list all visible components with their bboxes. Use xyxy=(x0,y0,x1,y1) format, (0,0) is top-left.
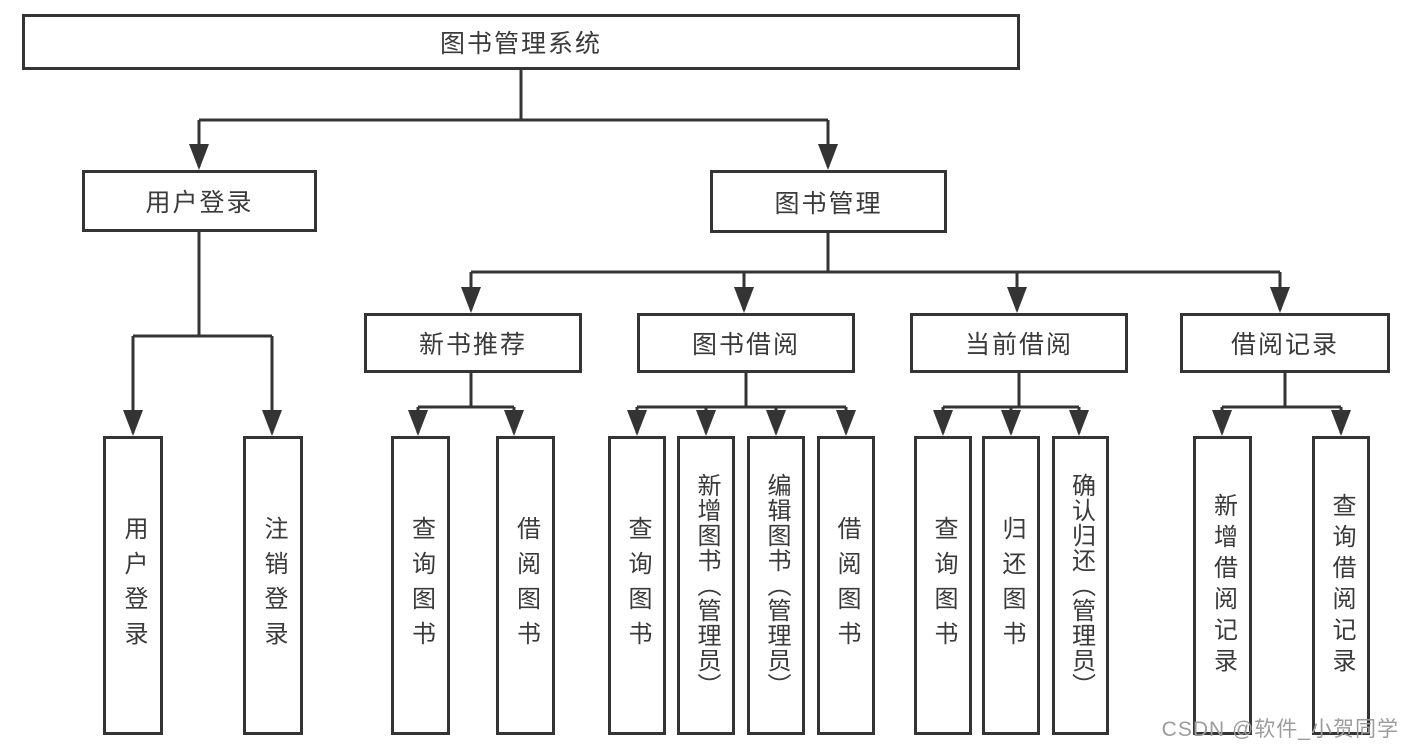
watermark-text: CSDN @软件_小贺同学 xyxy=(1161,718,1399,741)
node-borrow-records: 借阅记录 xyxy=(1180,313,1390,373)
leaf-logout: 注销登录 xyxy=(243,436,303,735)
node-book-borrow-label: 图书借阅 xyxy=(691,331,800,359)
arrowhead-icon xyxy=(461,287,481,313)
arrowhead-icon xyxy=(504,410,524,436)
node-book-management: 图书管理 xyxy=(710,170,947,233)
leaf-borrow-books-recommend-label: 借阅图书 xyxy=(512,515,540,656)
arrowhead-icon xyxy=(408,410,428,436)
arrowhead-icon xyxy=(818,144,838,170)
leaf-return-books-label: 归还图书 xyxy=(998,515,1025,656)
node-new-book-recommend-label: 新书推荐 xyxy=(418,331,527,359)
arrowhead-icon xyxy=(696,410,716,436)
leaf-add-books-admin: 新增图书（管理员） xyxy=(677,436,735,735)
leaf-query-borrow-record-label: 查询借阅记录 xyxy=(1328,492,1355,679)
leaf-add-books-admin-label: 新增图书（管理员） xyxy=(693,473,720,698)
arrowhead-icon xyxy=(1270,287,1290,313)
leaf-query-books-borrow-label: 查询图书 xyxy=(624,515,651,656)
leaf-edit-books-admin-label: 编辑图书（管理员） xyxy=(763,473,790,698)
arrowhead-icon xyxy=(933,410,953,436)
leaf-query-books-current: 查询图书 xyxy=(914,436,972,735)
leaf-borrow-books: 借阅图书 xyxy=(817,436,875,735)
node-borrow-records-label: 借阅记录 xyxy=(1230,331,1339,359)
arrowhead-icon xyxy=(836,410,856,436)
arrowhead-icon xyxy=(1001,410,1021,436)
leaf-borrow-books-recommend: 借阅图书 xyxy=(496,436,555,735)
leaf-query-books-current-label: 查询图书 xyxy=(930,515,957,656)
arrowhead-icon xyxy=(262,410,282,436)
leaf-return-books: 归还图书 xyxy=(982,436,1040,735)
arrowhead-icon xyxy=(627,410,647,436)
arrowhead-icon xyxy=(189,144,209,170)
leaf-logout-label: 注销登录 xyxy=(260,515,287,656)
leaf-query-borrow-record: 查询借阅记录 xyxy=(1312,436,1370,735)
leaf-edit-books-admin: 编辑图书（管理员） xyxy=(747,436,805,735)
node-book-borrow: 图书借阅 xyxy=(637,313,855,373)
node-user-login-label: 用户登录 xyxy=(145,189,254,217)
node-root-system: 图书管理系统 xyxy=(22,14,1020,70)
leaf-user-login: 用户登录 xyxy=(103,436,163,735)
leaf-query-books-recommend-label: 查询图书 xyxy=(407,515,435,656)
node-book-management-label: 图书管理 xyxy=(774,189,883,218)
node-current-borrow: 当前借阅 xyxy=(910,313,1128,373)
arrowhead-icon xyxy=(1007,287,1027,313)
node-root-label: 图书管理系统 xyxy=(439,30,602,58)
leaf-confirm-return-admin: 确认归还（管理员） xyxy=(1052,436,1109,735)
node-new-book-recommend: 新书推荐 xyxy=(364,313,582,373)
leaf-user-login-label: 用户登录 xyxy=(120,515,147,656)
leaf-confirm-return-admin-label: 确认归还（管理员） xyxy=(1067,473,1095,698)
leaf-add-borrow-record: 新增借阅记录 xyxy=(1193,436,1252,735)
node-user-login: 用户登录 xyxy=(82,170,317,232)
arrowhead-icon xyxy=(123,410,143,436)
leaf-add-borrow-record-label: 新增借阅记录 xyxy=(1209,492,1237,679)
arrowhead-icon xyxy=(1331,410,1351,436)
leaf-query-books-borrow: 查询图书 xyxy=(608,436,666,735)
node-current-borrow-label: 当前借阅 xyxy=(964,331,1073,359)
arrowhead-icon xyxy=(1069,410,1089,436)
arrowhead-icon xyxy=(766,410,786,436)
arrowhead-icon xyxy=(734,287,754,313)
leaf-query-books-recommend: 查询图书 xyxy=(391,436,450,735)
leaf-borrow-books-label: 借阅图书 xyxy=(833,515,860,656)
arrowhead-icon xyxy=(1212,410,1232,436)
